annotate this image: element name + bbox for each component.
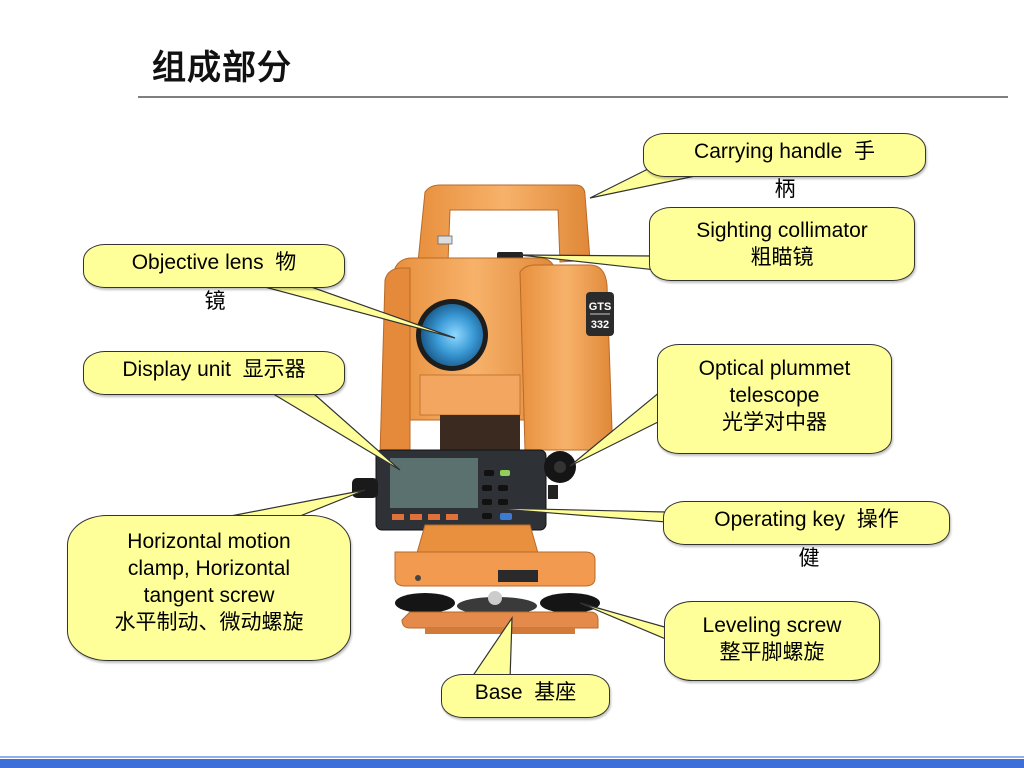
model-badge-line2: 332 — [591, 319, 609, 331]
callout-carrying-handle-en: Carrying handle — [694, 140, 843, 163]
callout-leveling-screw-zh: 整平脚螺旋 — [719, 640, 825, 664]
callout-objective-lens: Objective lens 物 — [83, 244, 345, 288]
callout-carrying-handle: Carrying handle 手 — [643, 133, 926, 177]
callout-base-en: Base — [474, 681, 523, 704]
callout-optical-plummet-zh: 光学对中器 — [722, 410, 827, 434]
callout-horizontal-motion-en-line2: clamp, Horizontal — [127, 557, 291, 580]
slide-title: 组成部分 — [152, 48, 292, 88]
footer-rule — [0, 756, 1024, 758]
leveling-screws-graphic — [395, 591, 600, 615]
callout-base: Base 基座 — [441, 674, 610, 718]
callout-objective-lens-zh: 物 — [275, 250, 297, 274]
callout-horizontal-motion: Horizontal motion clamp, Horizontal tang… — [67, 515, 351, 661]
callout-operating-key-zh-overflow: 健 — [798, 546, 820, 570]
callout-objective-lens-en: Objective lens — [131, 251, 264, 274]
carrying-handle-graphic — [417, 184, 591, 263]
callout-pointers — [209, 167, 701, 681]
callout-operating-key-zh: 操作 — [856, 507, 899, 531]
callout-optical-plummet-en-line1: Optical plummet — [698, 357, 851, 380]
callout-carrying-handle-zh: 手 — [853, 139, 875, 163]
title-divider — [138, 96, 1008, 98]
callout-horizontal-motion-zh: 水平制动、微动螺旋 — [114, 610, 304, 634]
callout-display-unit: Display unit 显示器 — [83, 351, 345, 395]
callout-display-unit-zh: 显示器 — [242, 357, 306, 381]
callout-optical-plummet-en-line2: telescope — [729, 384, 820, 407]
callout-horizontal-motion-en-line1: Horizontal motion — [127, 530, 291, 553]
callout-leveling-screw: Leveling screw 整平脚螺旋 — [664, 601, 880, 681]
callout-display-unit-en: Display unit — [122, 358, 231, 381]
callout-sighting-collimator: Sighting collimator 粗瞄镜 — [649, 207, 915, 281]
callout-objective-lens-zh-overflow: 镜 — [204, 289, 226, 313]
telescope-housing-graphic: GTS 332 — [379, 257, 614, 456]
callout-operating-key-en: Operating key — [714, 508, 846, 531]
callout-carrying-handle-zh-overflow: 柄 — [774, 177, 796, 201]
base-plate-graphic — [401, 611, 599, 629]
callout-optical-plummet: Optical plummet telescope 光学对中器 — [657, 344, 892, 454]
callout-horizontal-motion-en-line3: tangent screw — [143, 584, 275, 607]
callout-operating-key: Operating key 操作 — [663, 501, 950, 545]
display-unit-graphic — [352, 449, 547, 531]
callout-leveling-screw-en: Leveling screw — [702, 614, 842, 637]
footer-bar — [0, 759, 1024, 768]
callout-base-zh: 基座 — [534, 680, 577, 704]
tribrach-graphic — [394, 551, 596, 587]
callout-sighting-collimator-zh: 粗瞄镜 — [750, 245, 814, 269]
callout-sighting-collimator-en: Sighting collimator — [696, 219, 868, 242]
model-badge-line1: GTS — [589, 301, 612, 313]
